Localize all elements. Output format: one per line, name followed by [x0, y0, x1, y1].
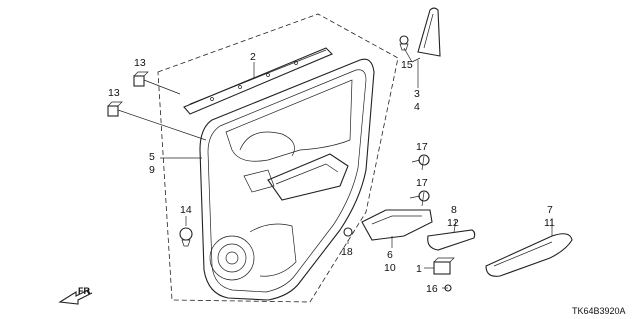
clip-15: [399, 35, 409, 51]
callout-16: 16: [426, 283, 438, 295]
callout-18: 18: [341, 246, 353, 258]
callout-13-lower: 13: [108, 87, 120, 99]
callout-8: 8: [451, 204, 457, 216]
callout-6: 6: [387, 249, 393, 261]
callout-4: 4: [414, 101, 420, 113]
callout-12: 12: [447, 217, 459, 229]
clip-18: [343, 227, 353, 237]
callout-17-upper: 17: [416, 141, 428, 153]
screw-17-lower: [409, 190, 430, 202]
inner-handle-assembly: [361, 209, 433, 241]
corner-garnish: [417, 7, 441, 57]
power-window-switch: [433, 257, 455, 275]
callout-3: 3: [414, 88, 420, 100]
clip-14: [179, 227, 193, 247]
callout-5: 5: [149, 151, 155, 163]
leader-lines: [117, 47, 553, 289]
fastener-13-upper: [133, 71, 149, 87]
screw-17-upper: [411, 154, 430, 166]
switch-panel: [427, 229, 476, 251]
armrest-bracket: [243, 153, 349, 201]
fastener-13-lower: [107, 101, 123, 117]
callout-10: 10: [384, 262, 396, 274]
callout-7: 7: [547, 204, 553, 216]
callout-11: 11: [544, 217, 555, 229]
callout-13-upper: 13: [134, 57, 146, 69]
front-direction-arrow-icon: [58, 289, 91, 305]
armrest-pad: [485, 233, 573, 277]
callout-17-lower: 17: [416, 177, 428, 189]
callout-14: 14: [180, 204, 192, 216]
diagram-code: TK64B3920A: [572, 306, 626, 316]
direction-label: FR.: [78, 286, 93, 296]
molding-strip: [183, 47, 333, 115]
callout-1: 1: [416, 263, 422, 275]
callout-9: 9: [149, 164, 155, 176]
callout-2: 2: [250, 51, 256, 63]
callout-15: 15: [401, 59, 413, 71]
door-outline-dashed: [157, 13, 399, 303]
